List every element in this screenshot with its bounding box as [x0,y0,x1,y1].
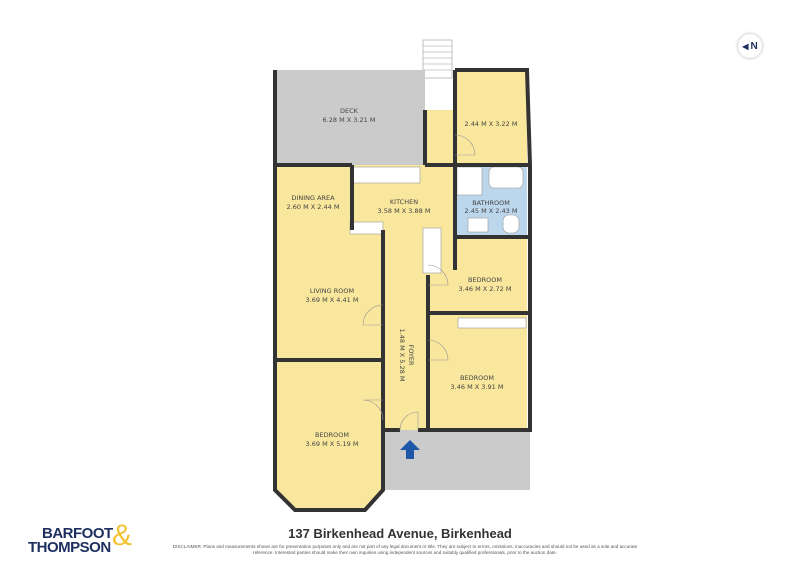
disclaimer: DISCLAIMER: Plans and measurements shown… [172,544,638,555]
bedroom-top-size: 2.44 M X 3.22 M [465,120,518,128]
room-foyer [383,275,428,430]
bedroom3-name: BEDROOM [460,374,494,382]
kitchen-name: KITCHEN [390,198,418,206]
dining-size: 2.60 M X 2.44 M [287,203,340,211]
bedroom3-size: 3.46 M X 3.91 M [451,383,504,391]
compass: ◀ N [738,34,762,58]
room-bedroom2 [428,237,527,313]
foyer-name: FOYER [407,344,415,366]
deck-area [275,70,425,165]
foyer-size: 1.48 M X 5.28 M [398,329,406,382]
bathroom-name: BATHROOM [472,199,510,207]
north-arrow-icon: ◀ [742,41,749,51]
dining-name: DINING AREA [291,194,335,202]
bathroom-size: 2.45 M X 2.43 M [465,207,518,215]
deck-name: DECK [340,107,359,115]
porch-area [383,430,530,490]
address-title: 137 Birkenhead Avenue, Birkenhead [288,526,512,541]
room-living [275,230,383,360]
room-bedroom1 [275,360,383,510]
logo-line1: BARFOOT [42,525,113,542]
living-name: LIVING ROOM [310,287,354,295]
floor-plan: DECK 6.28 M X 3.21 M 2.44 M X 3.22 M DIN… [273,39,532,512]
stairs [422,39,453,79]
kitchen-size: 3.58 M X 3.88 M [378,207,431,215]
living-size: 3.69 M X 4.41 M [306,296,359,304]
deck-size: 6.28 M X 3.21 M [323,116,376,124]
room-dining [275,165,352,235]
bedroom1-size: 3.69 M X 5.19 M [306,440,359,448]
entry-arrow-icon [400,440,420,459]
bedroom2-size: 3.46 M X 2.72 M [459,285,512,293]
door-swings [362,134,476,431]
room-closet [425,110,455,165]
walls [273,68,532,512]
room-bedroom-top [455,70,527,165]
bedroom2-name: BEDROOM [468,276,502,284]
bedroom1-name: BEDROOM [315,431,349,439]
compass-label: N [750,40,758,52]
logo-line2: THOMPSON [28,539,111,556]
room-bedroom3 [428,313,527,430]
